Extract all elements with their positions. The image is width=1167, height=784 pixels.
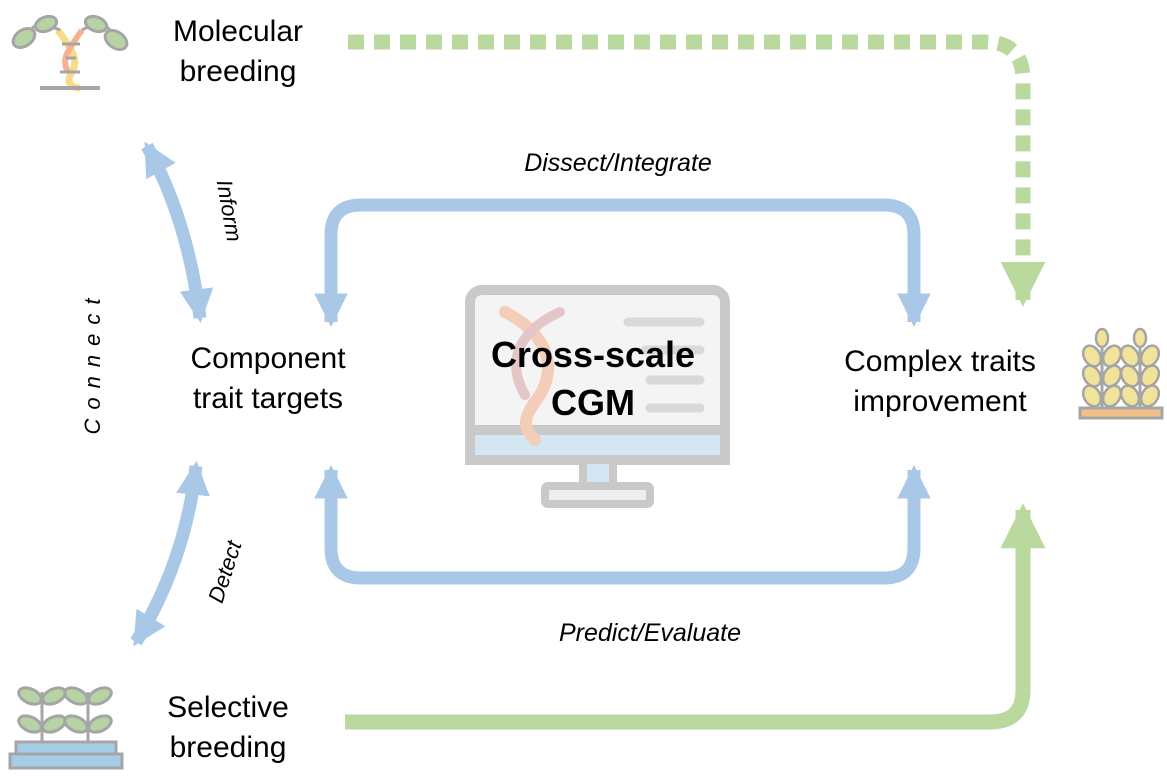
inform-arrow xyxy=(141,141,214,324)
center-title-line1: Cross-scale xyxy=(491,334,695,375)
predict-evaluate-label: Predict/Evaluate xyxy=(559,619,741,647)
dissect-integrate-label: Dissect/Integrate xyxy=(524,149,712,177)
node-selective-breeding: Selective breeding xyxy=(167,691,289,764)
selective-breeding-line1: Selective xyxy=(167,691,289,724)
molecular-breeding-line2: breeding xyxy=(180,55,297,88)
detect-arrow xyxy=(130,460,210,647)
complex-traits-line1: Complex traits xyxy=(844,345,1036,378)
monitor-icon xyxy=(465,285,730,508)
component-traits-line1: Component xyxy=(190,342,346,375)
node-center-cgm: Cross-scale CGM xyxy=(491,334,695,423)
molecular-to-complex-arrow xyxy=(348,34,1046,307)
detect-label: Detect xyxy=(203,537,247,606)
selective-breeding-line2: breeding xyxy=(170,731,287,764)
node-component-traits: Component trait targets xyxy=(190,342,346,415)
center-title-line2: CGM xyxy=(551,382,635,423)
wheat-icon xyxy=(1078,327,1164,420)
complex-traits-line2: improvement xyxy=(853,385,1027,418)
dna-plant-icon xyxy=(11,14,129,92)
inform-label: Inform xyxy=(212,178,247,244)
connect-label: Connect xyxy=(80,290,105,435)
predict-evaluate-arrow xyxy=(314,464,931,585)
molecular-breeding-line1: Molecular xyxy=(173,15,303,48)
component-traits-line2: trait targets xyxy=(193,382,343,415)
node-molecular-breeding: Molecular breeding xyxy=(173,15,303,88)
dissect-integrate-arrow xyxy=(314,198,931,328)
selective-to-complex-arrow xyxy=(345,503,1046,730)
node-complex-traits: Complex traits improvement xyxy=(844,345,1036,418)
seedlings-icon xyxy=(8,686,124,770)
